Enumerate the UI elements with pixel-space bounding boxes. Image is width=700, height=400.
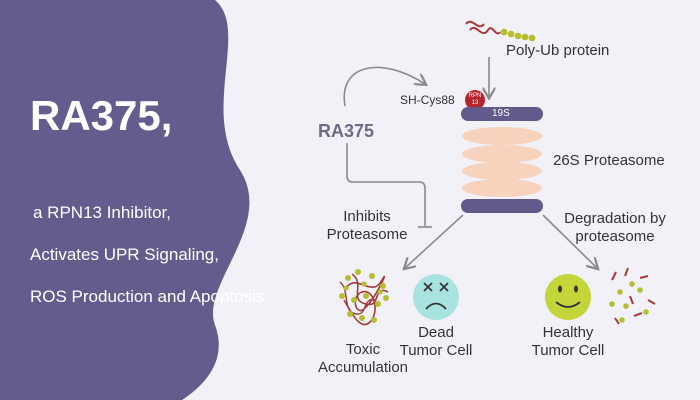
inhibition-line [346, 143, 426, 226]
healthy-cell-label: Healthy Tumor Cell [526, 324, 610, 360]
subtitle-line-2: Activates UPR Signaling, [30, 245, 219, 264]
healthy-line-2: Tumor Cell [531, 342, 605, 359]
bottom-cap [461, 199, 543, 213]
degradation-label: Degradation by proteasome [555, 210, 675, 246]
inhibits-line-2: Proteasome [326, 226, 408, 243]
proteasome-core [462, 127, 542, 197]
polyub-label: Poly-Ub protein [506, 42, 610, 59]
proteasome-label: 26S Proteasome [553, 152, 665, 169]
toxic-line-1: Toxic [345, 341, 381, 358]
19s-cap [461, 107, 543, 121]
degradation-line-2: proteasome [575, 228, 655, 245]
left-panel-shape [0, 0, 250, 400]
arrow-to-toxic [405, 214, 464, 268]
healthy-line-1: Healthy [542, 324, 594, 341]
inhibits-label: Inhibits Proteasome [322, 208, 412, 244]
arrow-to-degradation [542, 214, 597, 268]
subtitle-line-3: ROS Production and Apoptosis [30, 287, 265, 306]
dead-line-1: Dead [418, 324, 454, 341]
ra375-binding-arrow [343, 66, 425, 107]
rpn-label-bottom: 13 [471, 100, 479, 106]
rpn13-label: RPN 13 [465, 93, 485, 107]
19s-label: 19S [492, 108, 510, 119]
rpn13-icon [465, 90, 485, 110]
degradation-line-1: Degradation by [564, 210, 666, 227]
dead-cell-label: Dead Tumor Cell [396, 324, 476, 360]
ra375-label: RA375 [318, 121, 375, 141]
subtitle-line-1: a RPN13 Inhibitor, [33, 203, 171, 222]
inhibits-line-1: Inhibits [343, 208, 391, 225]
polyub-protein-icon [465, 20, 536, 42]
toxic-aggregate-icon [339, 269, 389, 326]
toxic-line-2: Accumulation [317, 359, 409, 376]
degraded-peptides-icon [609, 267, 656, 325]
sh-cys-label: SH-Cys88 [400, 93, 455, 107]
dead-line-2: Tumor Cell [399, 342, 473, 359]
healthy-tumor-cell-icon [545, 274, 591, 320]
panel-title: RA375, [30, 92, 173, 139]
toxic-label: Toxic Accumulation [313, 341, 413, 377]
rpn-label-top: RPN [468, 93, 482, 99]
dead-tumor-cell-icon [413, 274, 459, 320]
